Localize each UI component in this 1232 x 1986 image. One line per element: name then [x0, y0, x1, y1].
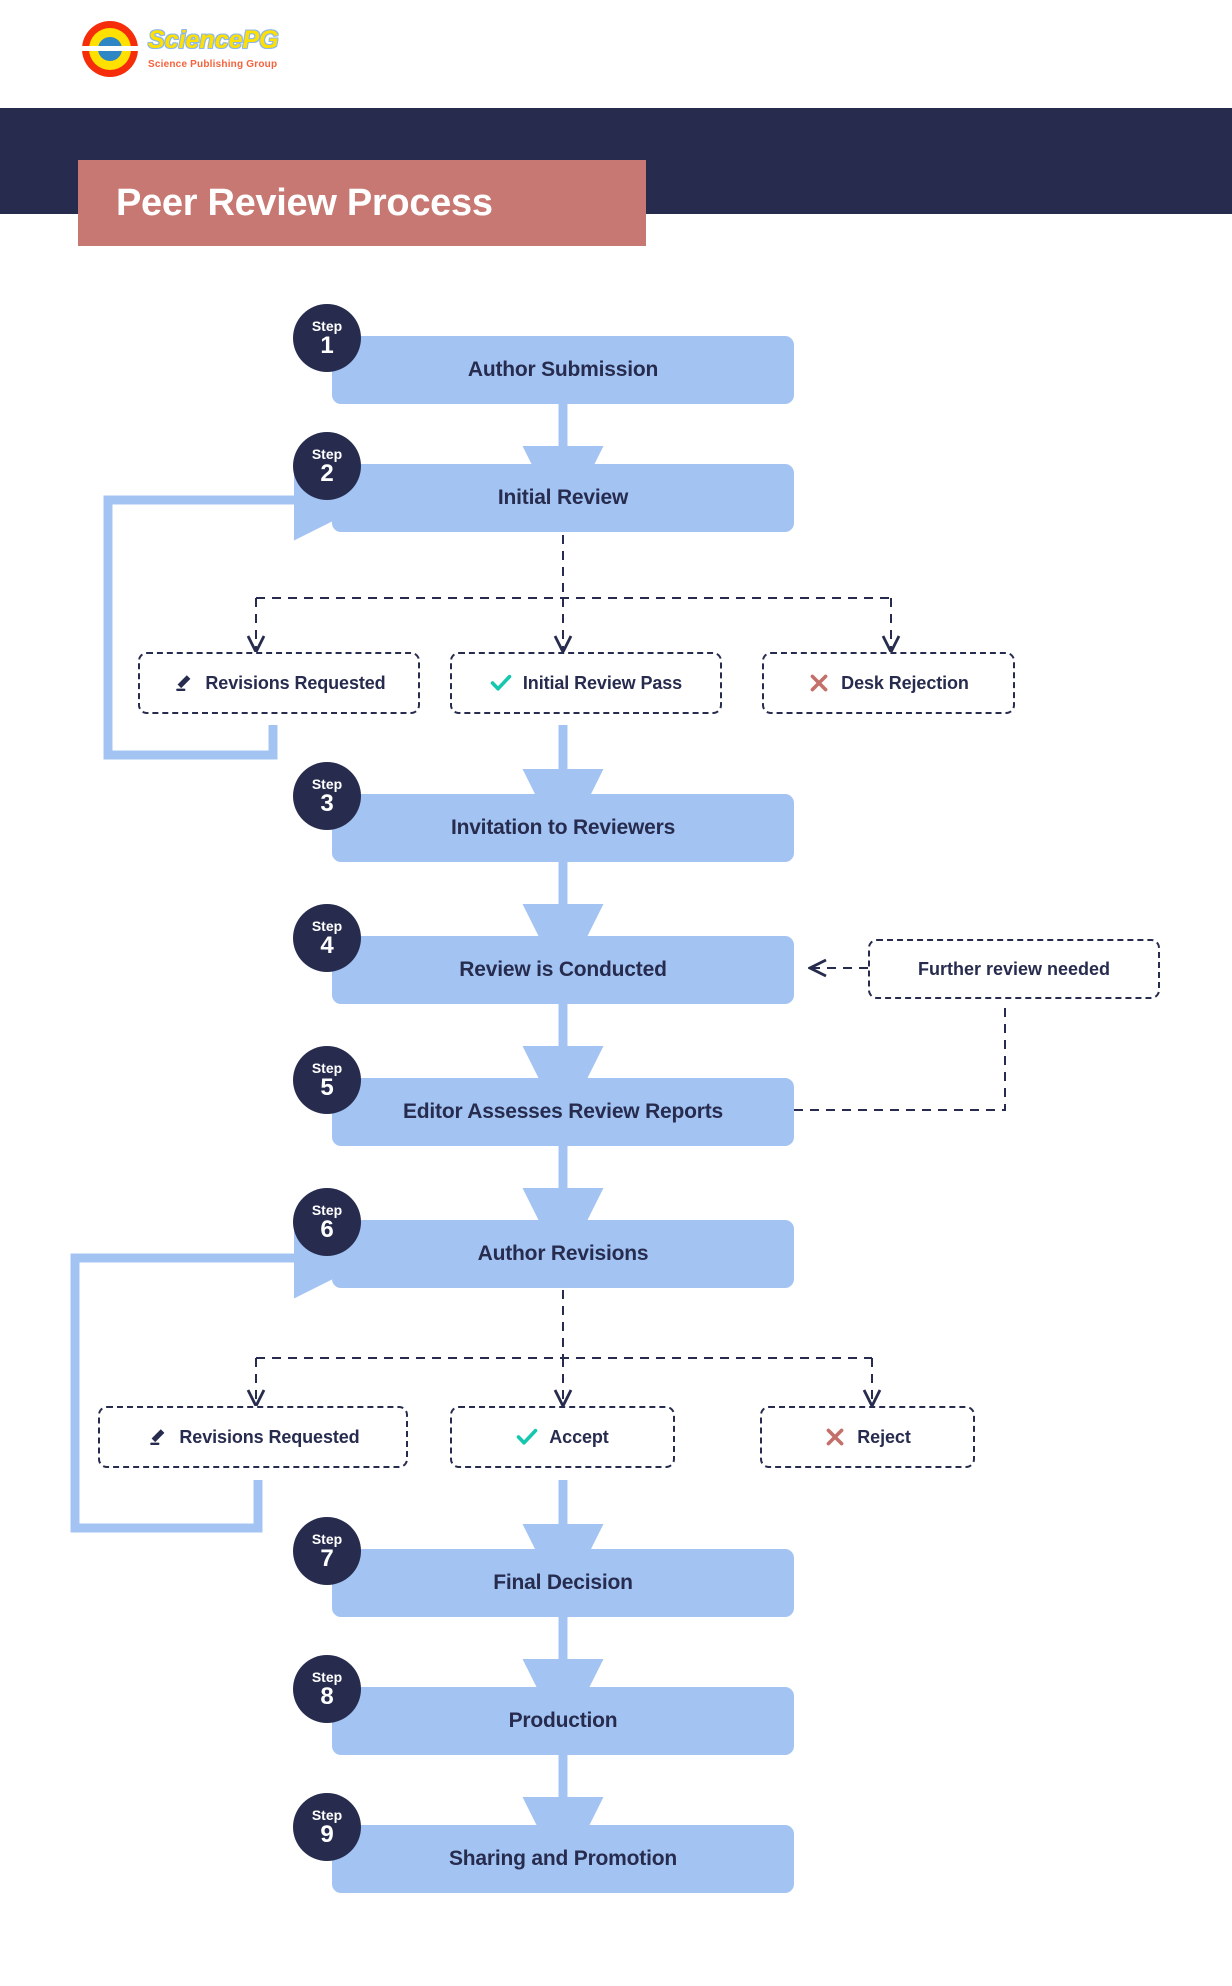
step-label-8: Production [508, 1709, 618, 1732]
step-box-7[interactable]: Final Decision [332, 1549, 794, 1617]
outcome-accept[interactable]: Accept [450, 1406, 675, 1468]
step-label-3: Invitation to Reviewers [450, 816, 676, 839]
step-box-6[interactable]: Author Revisions [332, 1220, 794, 1288]
step-badge-9: Step 9 [293, 1793, 361, 1861]
step-badge-1: Step 1 [293, 304, 361, 372]
brand-tagline: Science Publishing Group [148, 59, 278, 70]
outcome-desk-rejection[interactable]: Desk Rejection [762, 652, 1015, 714]
outcome-label: Accept [549, 1426, 609, 1447]
step-box-3[interactable]: Invitation to Reviewers [332, 794, 794, 862]
step-number-5: 5 [320, 1073, 334, 1101]
step-badge-5: Step 5 [293, 1046, 361, 1114]
step-label-1: Author Submission [467, 358, 659, 381]
check-icon [516, 1426, 538, 1448]
outcome-label: Revisions Requested [205, 672, 386, 693]
step-badge-4: Step 4 [293, 904, 361, 972]
step-label-2: Initial Review [497, 486, 629, 509]
step-word-4: Step [311, 917, 343, 934]
step-word-7: Step [311, 1530, 343, 1547]
step-badge-7: Step 7 [293, 1517, 361, 1585]
step-word-2: Step [311, 445, 343, 462]
step-label-4: Review is Conducted [459, 958, 667, 981]
outcome-label: Reject [857, 1426, 911, 1447]
step-box-8[interactable]: Production [332, 1687, 794, 1755]
step-word-6: Step [311, 1201, 343, 1218]
sciencepg-logo-icon [82, 21, 138, 77]
step-box-1[interactable]: Author Submission [332, 336, 794, 404]
step-word-9: Step [311, 1806, 343, 1823]
step-number-3: 3 [320, 789, 334, 817]
brand-name: SciencePG [148, 26, 279, 54]
step-box-2[interactable]: Initial Review [332, 464, 794, 532]
step-badge-6: Step 6 [293, 1188, 361, 1256]
note-label: Further review needed [917, 958, 1111, 979]
step-number-7: 7 [320, 1544, 334, 1572]
step-badge-3: Step 3 [293, 762, 361, 830]
step-number-1: 1 [320, 331, 334, 359]
note-further-review-needed[interactable]: Further review needed [868, 939, 1160, 999]
step-label-5: Editor Assesses Review Reports [402, 1100, 724, 1123]
outcome-label: Desk Rejection [841, 672, 969, 693]
step-number-6: 6 [320, 1215, 334, 1243]
step-number-4: 4 [320, 931, 334, 959]
step-number-9: 9 [320, 1820, 334, 1848]
pencil-icon [146, 1426, 168, 1448]
outcome-revisions-requested-1[interactable]: Revisions Requested [138, 652, 420, 714]
step-label-9: Sharing and Promotion [449, 1847, 677, 1870]
outcome-revisions-requested-2[interactable]: Revisions Requested [98, 1406, 408, 1468]
logo-slash-decoration [82, 46, 138, 51]
outcome-label: Initial Review Pass [522, 672, 683, 693]
step-label-7: Final Decision [493, 1571, 633, 1594]
step-word-5: Step [311, 1059, 343, 1076]
cross-icon [824, 1426, 846, 1448]
step-number-8: 8 [320, 1682, 334, 1710]
step-number-2: 2 [320, 459, 334, 487]
step-badge-2: Step 2 [293, 432, 361, 500]
step-box-4[interactable]: Review is Conducted [332, 936, 794, 1004]
pencil-icon [172, 672, 194, 694]
brand-logo: SciencePG Science Publishing Group [82, 21, 279, 77]
logo-bar: SciencePG Science Publishing Group [0, 0, 1232, 108]
step-word-3: Step [311, 775, 343, 792]
outcome-reject[interactable]: Reject [760, 1406, 975, 1468]
brand-text: SciencePG Science Publishing Group [148, 28, 279, 70]
step-badge-8: Step 8 [293, 1655, 361, 1723]
step-box-9[interactable]: Sharing and Promotion [332, 1825, 794, 1893]
check-icon [490, 672, 512, 694]
step-word-1: Step [311, 317, 343, 334]
step-word-8: Step [311, 1668, 343, 1685]
title-plate: Peer Review Process [78, 160, 646, 246]
page-title: Peer Review Process [116, 181, 493, 224]
outcome-initial-review-pass[interactable]: Initial Review Pass [450, 652, 722, 714]
step-box-5[interactable]: Editor Assesses Review Reports [332, 1078, 794, 1146]
cross-icon [808, 672, 830, 694]
outcome-label: Revisions Requested [179, 1426, 360, 1447]
step-label-6: Author Revisions [477, 1242, 649, 1265]
